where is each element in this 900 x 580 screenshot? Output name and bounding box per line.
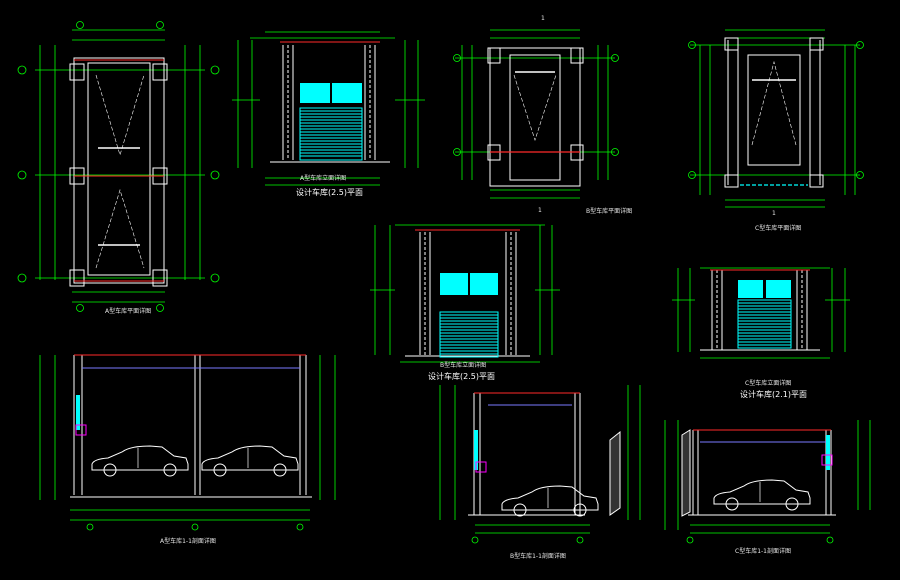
elevation-a-drawing	[232, 31, 425, 186]
plan-c-drawing: 1	[688, 29, 864, 217]
plan-a-drawing	[17, 21, 220, 312]
elevation-c-title: C型车库立面详图	[745, 379, 791, 387]
cut-marker-c-bottom: 1	[772, 210, 776, 217]
section-a-drawing	[39, 354, 336, 531]
elevation-b-note: 设计车库(2.5)平面	[428, 371, 495, 381]
section-a-title: A型车库1-1剖面详图	[160, 537, 216, 545]
section-b-drawing	[439, 385, 641, 544]
elevation-b-drawing	[370, 224, 560, 363]
elevation-c-drawing	[672, 267, 850, 359]
car-side-icon	[91, 445, 189, 477]
section-c-title: C型车库1-1剖面详图	[735, 547, 791, 555]
section-c-drawing	[664, 420, 871, 544]
elevation-a-note: 设计车库(2.5)平面	[296, 187, 363, 197]
cut-marker-b-bottom: 1	[538, 207, 542, 214]
car-side-icon	[201, 445, 299, 477]
elevation-b-title: B型车库立面详图	[440, 361, 486, 369]
section-b-title: B型车库1-1剖面详图	[510, 552, 566, 560]
car-side-icon	[713, 479, 811, 511]
plan-a-walls	[69, 57, 168, 287]
car-side-icon	[501, 485, 599, 517]
plan-b-drawing: 1 1	[453, 15, 619, 214]
elevation-c-note: 设计车库(2.1)平面	[740, 389, 807, 399]
plan-a-title: A型车库平面详图	[105, 307, 151, 315]
plan-a-axis-lines	[74, 59, 164, 282]
cut-marker-b-top: 1	[541, 15, 545, 22]
elevation-a-title: A型车库立面详图	[300, 174, 346, 182]
plan-b-title: B型车库平面详图	[586, 207, 632, 215]
plan-c-title: C型车库平面详图	[755, 224, 801, 232]
